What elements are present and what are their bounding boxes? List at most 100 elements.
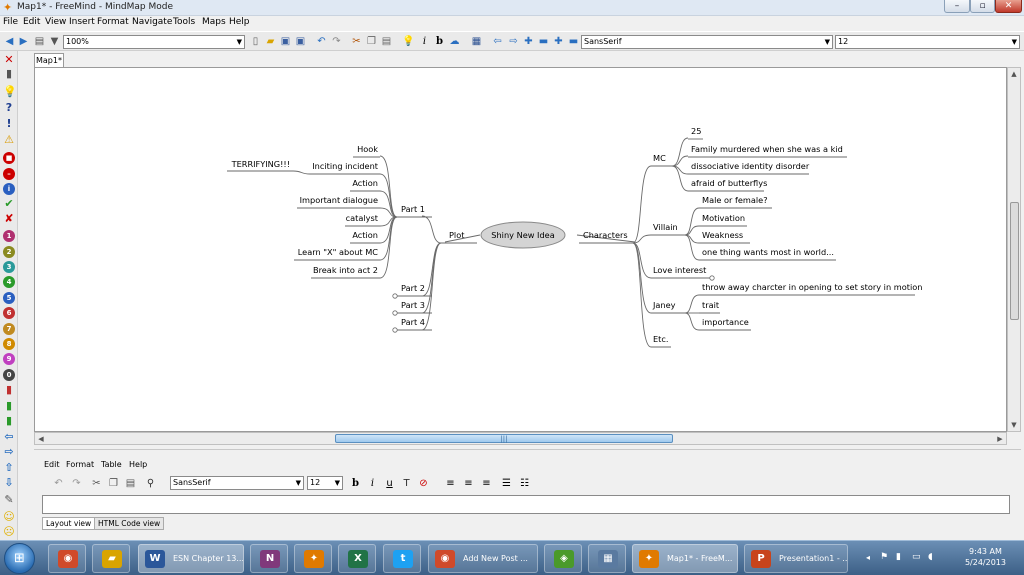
no-entry-icon[interactable]: –	[3, 168, 15, 180]
node-important-dialogue[interactable]: Important dialogue	[300, 195, 378, 205]
tray-expand-icon[interactable]: ◂	[866, 553, 871, 562]
menu-help[interactable]: Help	[229, 17, 250, 27]
collapse-icon[interactable]: ▬	[538, 36, 549, 47]
cross-icon[interactable]: ✘	[4, 212, 14, 225]
menu-tools[interactable]: Tools	[173, 17, 196, 27]
menu-navigate[interactable]: Navigate	[132, 17, 173, 27]
lightbulb-icon[interactable]: 💡	[402, 36, 415, 47]
arrow-left-icon[interactable]: ⇦	[4, 430, 14, 443]
paste-icon[interactable]: ▤	[125, 478, 136, 489]
node-mc-age[interactable]: 25	[691, 126, 701, 136]
vertical-scrollbar[interactable]: ▲ ▼	[1007, 67, 1021, 432]
node-part2[interactable]: Part 2	[401, 283, 425, 293]
priority-7-icon[interactable]: 7	[3, 323, 15, 335]
node-break-into-act2[interactable]: Break into act 2	[313, 265, 378, 275]
collapse-all-icon[interactable]: ▬	[568, 36, 579, 47]
redo-icon[interactable]: ↷	[332, 36, 341, 47]
node-action[interactable]: Action	[352, 178, 378, 188]
twitter-pinned[interactable]: t	[383, 544, 421, 573]
idea-icon[interactable]: 💡	[3, 85, 17, 98]
grid-icon[interactable]: ▦	[471, 36, 482, 47]
zoom-select[interactable]: 100%▼	[63, 35, 245, 49]
print-icon[interactable]: ▤	[34, 36, 45, 47]
font-size-select[interactable]: 12▼	[835, 35, 1020, 49]
node-villain-weakness[interactable]: Weakness	[702, 230, 743, 240]
traffic-light-go-icon[interactable]: ▮	[5, 414, 13, 427]
redo-icon[interactable]: ↷	[72, 478, 81, 489]
menu-format[interactable]: Format	[97, 17, 129, 27]
maximize-button[interactable]: ▫	[970, 0, 995, 13]
undo-icon[interactable]: ↶	[317, 36, 326, 47]
menu-insert[interactable]: Insert	[69, 17, 95, 27]
remove-icon[interactable]: ✕	[4, 53, 14, 66]
node-characters[interactable]: Characters	[583, 230, 628, 240]
node-love-interest[interactable]: Love interest	[653, 265, 707, 275]
node-janey-trait[interactable]: trait	[702, 300, 720, 310]
paste-icon[interactable]: ▤	[381, 36, 392, 47]
copy-icon[interactable]: ❐	[367, 36, 376, 47]
cut-icon[interactable]: ✂	[92, 478, 101, 489]
menu-edit[interactable]: Edit	[23, 17, 41, 27]
battery-icon[interactable]: ▭	[912, 552, 921, 562]
priority-9-icon[interactable]: 9	[3, 353, 15, 365]
question-icon[interactable]: ?	[5, 101, 13, 114]
explorer-pinned[interactable]: ▰	[92, 544, 130, 573]
node-etc[interactable]: Etc.	[653, 334, 669, 344]
bullet-list-icon[interactable]: ☰	[502, 478, 511, 489]
exclamation-icon[interactable]: !	[6, 117, 12, 130]
mindmap-canvas[interactable]: Shiny New Idea Plot Part 1 Part 2 Part 3…	[34, 67, 1007, 432]
close-button[interactable]: ✕	[995, 0, 1022, 13]
node-villain-want[interactable]: one thing wants most in world...	[702, 247, 834, 257]
pencil-icon[interactable]: ✎	[4, 493, 14, 506]
find-icon[interactable]: ⚲	[146, 478, 155, 489]
node-janey-throwaway[interactable]: throw away charcter in opening to set st…	[702, 282, 922, 292]
editor-menu-help[interactable]: Help	[129, 460, 148, 469]
align-left-icon[interactable]: ≡	[446, 478, 455, 489]
save-as-icon[interactable]: ▣	[295, 36, 306, 47]
save-icon[interactable]: ▣	[280, 36, 291, 47]
expand-icon[interactable]: ✚	[524, 36, 533, 47]
arrow-up-icon[interactable]: ⇧	[4, 461, 14, 474]
start-button[interactable]: ⊞	[4, 543, 35, 574]
node-catalyst[interactable]: catalyst	[346, 213, 379, 223]
arrow-down-icon[interactable]: ⇩	[4, 476, 14, 489]
arrow-right-icon[interactable]: ⇨	[509, 36, 518, 47]
network-icon[interactable]: ▮	[896, 552, 901, 562]
editor-font-family-select[interactable]: SansSerif▼	[170, 476, 304, 490]
arrow-right-icon[interactable]: ⇨	[4, 445, 14, 458]
node-action-2[interactable]: Action	[352, 230, 378, 240]
text-color-icon[interactable]: T	[403, 478, 410, 489]
info-icon[interactable]: i	[3, 183, 15, 195]
warning-icon[interactable]: ⚠	[4, 133, 14, 146]
root-node-shape[interactable]	[480, 221, 566, 249]
scroll-left-icon[interactable]: ◀	[38, 435, 44, 443]
editor-menu-table[interactable]: Table	[101, 460, 122, 469]
italic-icon[interactable]: i	[370, 478, 375, 489]
node-mc-family[interactable]: Family murdered when she was a kid	[691, 144, 843, 154]
editor-menu-edit[interactable]: Edit	[44, 460, 60, 469]
scroll-down-icon[interactable]: ▼	[1011, 421, 1017, 429]
underline-icon[interactable]: u	[386, 478, 393, 489]
taskbar-item-freemind[interactable]: ✦Map1* - FreeM...	[632, 544, 738, 573]
priority-6-icon[interactable]: 6	[3, 307, 15, 319]
stop-icon[interactable]: ■	[3, 152, 15, 164]
forward-icon[interactable]: ▶	[19, 36, 28, 47]
taskbar-item-chrome[interactable]: ◉Add New Post ...	[428, 544, 538, 573]
traffic-light-green-icon[interactable]: ▮	[5, 399, 13, 412]
onenote-pinned[interactable]: N	[250, 544, 288, 573]
flag-icon[interactable]: ⚑	[880, 552, 889, 562]
node-inciting-incident[interactable]: Inciting incident	[312, 161, 379, 171]
italic-icon[interactable]: i	[422, 36, 427, 47]
expand-all-icon[interactable]: ✚	[554, 36, 563, 47]
node-part1[interactable]: Part 1	[401, 204, 425, 214]
align-right-icon[interactable]: ≡	[482, 478, 491, 489]
checkmark-icon[interactable]: ✔	[4, 197, 14, 210]
priority-3-icon[interactable]: 3	[3, 261, 15, 273]
scroll-up-icon[interactable]: ▲	[1011, 70, 1017, 78]
node-learn-x[interactable]: Learn "X" about MC	[298, 247, 379, 257]
node-villain[interactable]: Villain	[653, 222, 678, 232]
node-plot[interactable]: Plot	[449, 230, 465, 240]
trash-icon[interactable]: ▮	[5, 67, 13, 80]
